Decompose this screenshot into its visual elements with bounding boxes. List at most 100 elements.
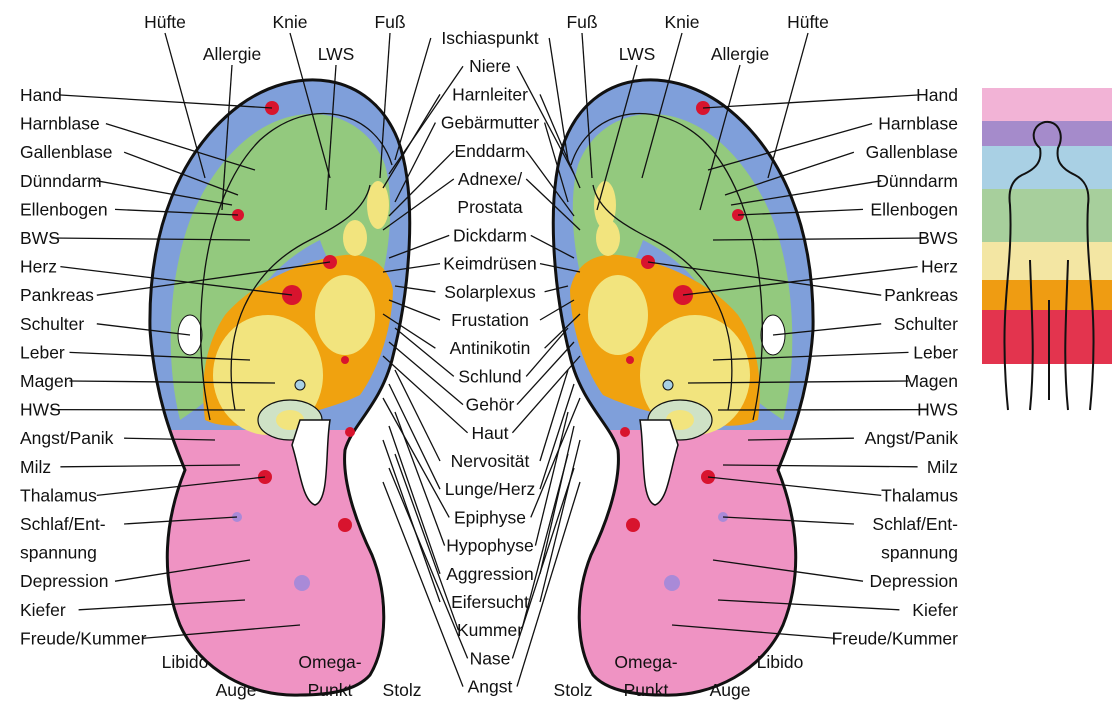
left-label-ellenbogen-4: Ellenbogen	[20, 199, 108, 219]
center-leader-right-19	[540, 426, 574, 574]
bottom-right-label-auge-3: Auge	[710, 680, 751, 700]
center-label-keimdrüsen-8: Keimdrüsen	[443, 254, 536, 274]
top-left-label-fuß: Fuß	[374, 12, 405, 32]
left-label-schulter-8: Schulter	[20, 314, 84, 334]
left-label-angst-panik-12: Angst/Panik	[20, 428, 114, 448]
left-label-thalamus-14: Thalamus	[20, 485, 97, 505]
bottom-right-label-omega-1: Omega-	[614, 652, 677, 672]
left-ear-point-schlund	[295, 380, 305, 390]
top-right-label-lws: LWS	[619, 44, 656, 64]
left-leader-hand	[60, 95, 272, 108]
bottom-right-label-stolz-0: Stolz	[554, 680, 593, 700]
right-ear-yellow-lobe-c	[596, 220, 620, 256]
right-label-magen-10: Magen	[904, 371, 958, 391]
right-ear	[520, 60, 860, 710]
center-label-lunge-herz-16: Lunge/Herz	[445, 479, 535, 499]
center-label-aggression-19: Aggression	[446, 564, 534, 584]
body-zone-chart	[982, 88, 1112, 410]
left-ear-point-hypophyse	[338, 518, 352, 532]
right-ear-point-schlund	[663, 380, 673, 390]
right-label-freude-kummer-19: Freude/Kummer	[832, 628, 959, 648]
right-label-harnblase-1: Harnblase	[878, 114, 958, 134]
center-label-nervosität-15: Nervosität	[451, 451, 530, 471]
center-leader-left-15	[395, 370, 440, 461]
right-label-kiefer-18: Kiefer	[912, 600, 958, 620]
right-ear-point-omega	[664, 575, 680, 591]
center-leader-left-17	[383, 398, 449, 517]
left-ear-point-antinikotin	[341, 356, 349, 364]
center-label-adnexe-5: Adnexe/	[458, 169, 522, 189]
bottom-left-label-auge-1: Auge	[216, 680, 257, 700]
right-label-schulter-8: Schulter	[894, 314, 958, 334]
left-ear-pink-zone	[100, 430, 440, 710]
left-label-magen-10: Magen	[20, 371, 74, 391]
bottom-right-label-punkt-2: Punkt	[624, 680, 669, 700]
center-label-hypophyse-18: Hypophyse	[446, 536, 534, 556]
right-label-spannung-16: spannung	[881, 543, 958, 563]
center-label-angst-23: Angst	[468, 677, 513, 697]
left-label-leber-9: Leber	[20, 342, 65, 362]
left-label-schlaf-ent-15: Schlaf/Ent-	[20, 514, 106, 534]
top-right-label-hüfte: Hüfte	[787, 12, 829, 32]
center-label-niere-1: Niere	[469, 56, 511, 76]
right-ear-point-haut	[620, 427, 630, 437]
center-label-dickdarm-7: Dickdarm	[453, 225, 527, 245]
center-label-eifersucht-20: Eifersucht	[451, 592, 529, 612]
center-label-schlund-12: Schlund	[458, 366, 521, 386]
bottom-left-label-punkt-3: Punkt	[308, 680, 353, 700]
bottom-right-label-libido-4: Libido	[757, 652, 804, 672]
right-label-herz-6: Herz	[921, 257, 958, 277]
center-label-gebärmutter-3: Gebärmutter	[441, 113, 539, 133]
right-ear-point-hypophyse	[626, 518, 640, 532]
right-label-thalamus-14: Thalamus	[881, 485, 958, 505]
right-label-leber-9: Leber	[913, 342, 958, 362]
top-left-label-hüfte: Hüfte	[144, 12, 186, 32]
center-leader-right-20	[540, 440, 580, 602]
bottom-left-label-omega-2: Omega-	[298, 652, 361, 672]
body-chart-band-1	[982, 88, 1112, 121]
center-label-column: IschiaspunktNiereHarnleiterGebärmutterEn…	[383, 28, 580, 697]
center-label-solarplexus-9: Solarplexus	[444, 282, 536, 302]
center-label-prostata-6: Prostata	[457, 197, 522, 217]
left-label-spannung-16: spannung	[20, 543, 97, 563]
left-ear-yellow-lobe-a	[315, 275, 375, 355]
top-right-leader-hüfte	[768, 33, 808, 178]
center-label-antinikotin-11: Antinikotin	[450, 338, 531, 358]
center-leader-left-23	[383, 482, 463, 687]
center-leader-left-16	[389, 384, 440, 489]
left-ear-point-haut	[345, 427, 355, 437]
left-label-freude-kummer-19: Freude/Kummer	[20, 628, 147, 648]
right-label-gallenblase-2: Gallenblase	[866, 142, 958, 162]
body-chart-band-3	[982, 146, 1112, 189]
right-ear-point-antinikotin	[626, 356, 634, 364]
center-label-frustation-10: Frustation	[451, 310, 529, 330]
left-label-pankreas-7: Pankreas	[20, 285, 94, 305]
top-right-label-allergie: Allergie	[711, 44, 769, 64]
top-left-label-lws: LWS	[318, 44, 355, 64]
center-leader-left-12	[395, 328, 454, 376]
top-right-label-knie: Knie	[664, 12, 699, 32]
top-left-label-knie: Knie	[272, 12, 307, 32]
left-label-harnblase-1: Harnblase	[20, 114, 100, 134]
right-label-ellenbogen-4: Ellenbogen	[870, 199, 958, 219]
right-ear-pink-zone	[520, 430, 860, 710]
left-label-kiefer-18: Kiefer	[20, 600, 66, 620]
left-ear-point-omega	[294, 575, 310, 591]
left-label-depression-17: Depression	[20, 571, 109, 591]
center-label-nase-22: Nase	[470, 648, 511, 668]
center-leader-left-19	[389, 426, 440, 574]
right-label-hand-0: Hand	[916, 85, 958, 105]
center-leader-right-0	[549, 38, 568, 160]
right-leader-hand	[703, 95, 918, 108]
left-label-herz-6: Herz	[20, 257, 57, 277]
body-chart-band-2	[982, 121, 1112, 146]
left-label-hand-0: Hand	[20, 85, 62, 105]
right-label-depression-17: Depression	[869, 571, 958, 591]
center-leader-left-18	[395, 412, 445, 546]
right-label-pankreas-7: Pankreas	[884, 285, 958, 305]
center-leader-right-23	[517, 482, 580, 687]
center-label-enddarm-4: Enddarm	[454, 141, 525, 161]
left-label-milz-13: Milz	[20, 457, 51, 477]
left-ear-yellow-lobe-c	[343, 220, 367, 256]
